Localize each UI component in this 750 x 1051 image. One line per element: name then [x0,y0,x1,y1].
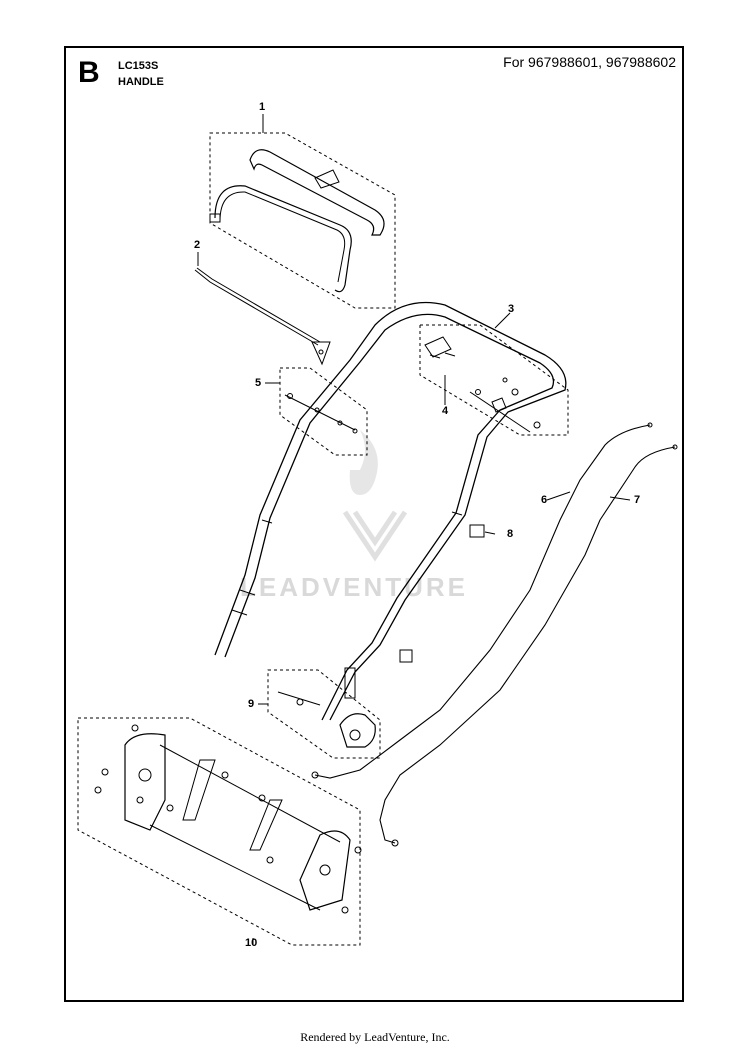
diagram-frame [64,46,684,1002]
group-box-9 [267,669,381,759]
callout-9: 9 [248,698,255,710]
group-box-5 [279,367,368,456]
callout-8: 8 [507,528,514,540]
watermark-text: LEADVENTURE [240,572,469,602]
model-code: LC153S [118,60,159,72]
group-box-4 [419,324,569,436]
group-box-1 [209,132,396,309]
callout-1: 1 [259,101,266,113]
assembly-name: HANDLE [118,76,164,88]
callout-4: 4 [442,405,449,417]
callout-7: 7 [634,494,641,506]
callout-3: 3 [508,303,515,315]
footer-credit: Rendered by LeadVenture, Inc. [300,1030,450,1044]
applicable-models: For 967988601, 967988602 [503,54,676,70]
callout-10: 10 [245,937,258,949]
callout-2: 2 [194,239,201,251]
callout-6: 6 [541,494,548,506]
group-box-10 [77,717,361,946]
callout-5: 5 [255,377,262,389]
section-letter: B [78,56,100,89]
